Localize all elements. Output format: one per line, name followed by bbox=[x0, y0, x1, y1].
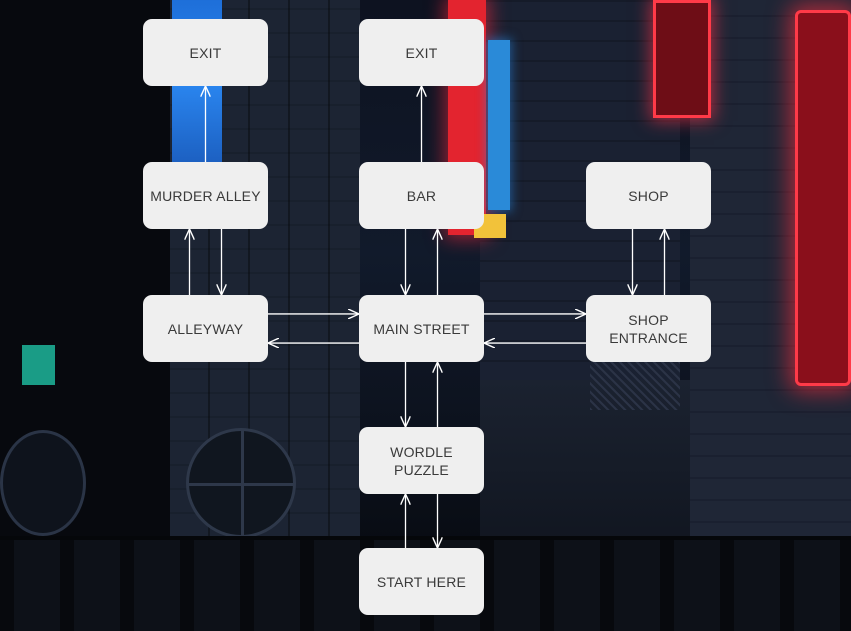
blue-neon-sign-center bbox=[488, 40, 510, 210]
metal-grate bbox=[590, 360, 680, 410]
node-label: EXIT bbox=[189, 44, 222, 61]
node-label: ALLEYWAY bbox=[167, 320, 244, 337]
node-label: START HERE bbox=[376, 573, 467, 590]
node-label-line-2: ENTRANCE bbox=[609, 329, 688, 346]
node-label: EXIT bbox=[405, 44, 438, 61]
node-shop[interactable]: SHOP bbox=[586, 162, 711, 229]
teal-window bbox=[22, 345, 55, 385]
node-label-line-1: SHOP bbox=[628, 311, 669, 328]
red-neon-sign-right bbox=[795, 10, 851, 386]
node-label: SHOP bbox=[628, 187, 669, 204]
node-label-line-1: WORDLE bbox=[390, 443, 453, 460]
node-start-here[interactable]: START HERE bbox=[359, 548, 484, 615]
node-label-line-2: PUZZLE bbox=[394, 461, 449, 478]
vent-fan-left bbox=[0, 430, 86, 536]
node-bar[interactable]: BAR bbox=[359, 162, 484, 229]
node-exit-left[interactable]: EXIT bbox=[143, 19, 268, 86]
node-exit-mid[interactable]: EXIT bbox=[359, 19, 484, 86]
node-label: MURDER ALLEY bbox=[150, 187, 261, 204]
street-alley bbox=[480, 380, 710, 560]
node-alleyway[interactable]: ALLEYWAY bbox=[143, 295, 268, 362]
node-main-street[interactable]: MAIN STREET bbox=[359, 295, 484, 362]
node-label: MAIN STREET bbox=[373, 320, 470, 337]
red-neon-sign-top bbox=[653, 0, 711, 118]
node-murder-alley[interactable]: MURDER ALLEY bbox=[143, 162, 268, 229]
node-label: BAR bbox=[406, 187, 437, 204]
